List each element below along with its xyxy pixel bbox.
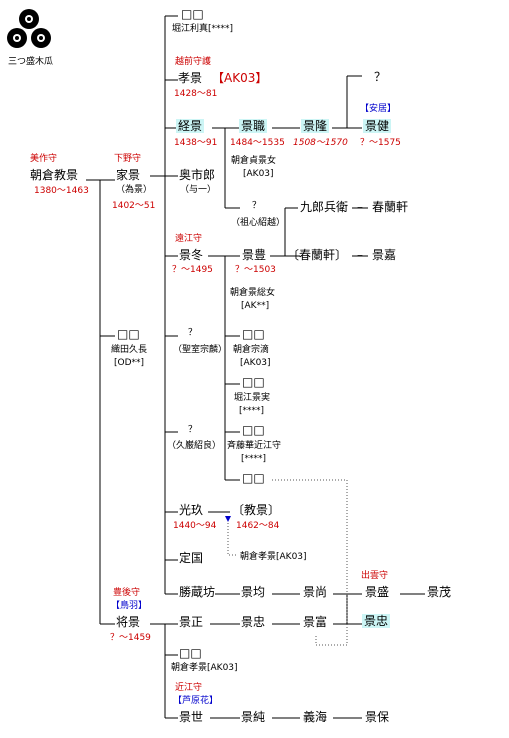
person-node: ？ [188, 328, 198, 338]
person-years: 1402〜51 [112, 201, 156, 211]
branch-name: 【安居】 [360, 104, 397, 114]
person-node: □□ [242, 423, 265, 437]
person-node: 経景 [176, 119, 205, 133]
person-note: 織田久長 [111, 345, 148, 355]
person-node: 景隆 [301, 119, 330, 133]
person-node: 景健 [363, 119, 392, 133]
crest-icon [7, 9, 51, 48]
person-node: 義海 [303, 710, 328, 724]
office-title: 出雲守 [361, 571, 389, 581]
person-note: 朝倉宗滴 [233, 345, 270, 355]
person-node: 〔春蘭軒〕 [287, 248, 348, 262]
person-node: ？ [374, 70, 387, 84]
person-note: 堀江景実 [234, 393, 271, 403]
person-node: 孝景 [178, 71, 203, 85]
person-node: □□ [242, 375, 265, 389]
person-years: ？〜1495 [172, 265, 213, 275]
person-alias: （久巌紹良） [167, 441, 222, 451]
dash-separator: – [357, 200, 363, 214]
person-note: 堀江利真[****] [172, 24, 234, 34]
person-node: 春蘭軒 [372, 200, 409, 214]
person-years: 1484〜1535 [230, 138, 285, 148]
person-node: 家景 [116, 168, 141, 182]
office-title: 越前守護 [175, 57, 212, 67]
person-node: 景純 [241, 710, 266, 724]
person-node-root: 朝倉教景 [30, 168, 79, 182]
person-node: 勝蔵坊 [179, 585, 216, 599]
crest-label: 三つ盛木瓜 [8, 57, 54, 67]
person-node: 定国 [179, 551, 204, 565]
office-title: 近江守 [175, 683, 203, 693]
person-note: [AK**] [241, 301, 270, 311]
branch-name: 【芦原花】 [173, 696, 219, 706]
branch-name: 【鳥羽】 [111, 601, 148, 611]
person-node: 奥市郎 [179, 168, 216, 182]
person-node: 光玖 [179, 503, 204, 517]
person-node: 景盛 [365, 585, 390, 599]
office-title: 豊後守 [113, 588, 141, 598]
person-years: 1508〜1570 [293, 138, 348, 148]
person-node: 景正 [179, 615, 204, 629]
person-note: 朝倉景総女 [230, 288, 276, 298]
person-node: 九郎兵衛 [300, 200, 349, 214]
person-alias: （聖室宗麟） [173, 345, 228, 355]
person-years: 1380〜1463 [34, 186, 89, 196]
person-node: □□ [117, 327, 140, 341]
person-node: 景茂 [427, 585, 452, 599]
person-node: ？ [252, 201, 262, 211]
office-title: 下野守 [114, 154, 142, 164]
person-years: 1428〜81 [174, 89, 218, 99]
person-node: 景冬 [179, 248, 204, 262]
person-alias: （与一） [180, 185, 217, 195]
office-title: 遠江守 [175, 234, 203, 244]
person-note: 朝倉孝景[AK03] [240, 552, 307, 562]
person-years: 1440〜94 [173, 521, 217, 531]
person-node: ？ [188, 425, 198, 435]
person-code: 【AK03】 [212, 71, 268, 85]
person-node: 景富 [303, 615, 328, 629]
person-node: 景忠 [241, 615, 266, 629]
person-years: 1438〜91 [174, 138, 218, 148]
person-years: 1462〜84 [236, 521, 280, 531]
person-note: [AK03] [240, 358, 271, 368]
person-node: 将景 [116, 615, 141, 629]
person-node: 〔教景〕 [232, 503, 281, 517]
person-note: 斉藤華近江守 [227, 441, 282, 451]
person-node: 景職 [239, 119, 268, 133]
person-note: [AK03] [243, 169, 274, 179]
person-node: 景尚 [303, 585, 328, 599]
person-node: 景忠 [362, 614, 391, 628]
person-note: [****] [241, 454, 267, 464]
person-node: □□ [181, 7, 204, 21]
person-node: □□ [242, 471, 265, 485]
person-note: [OD**] [114, 358, 145, 368]
person-note: 朝倉貞景女 [231, 156, 277, 166]
person-note: [****] [239, 406, 265, 416]
person-node: 景世 [179, 710, 204, 724]
person-node: 景均 [241, 585, 266, 599]
person-years: ？〜1459 [110, 633, 151, 643]
person-note: 朝倉孝景[AK03] [171, 663, 238, 673]
person-node: 景保 [365, 710, 390, 724]
person-years: ？〜1503 [235, 265, 276, 275]
person-node: 景豊 [242, 248, 267, 262]
person-node: □□ [179, 646, 202, 660]
person-node: 景嘉 [372, 248, 397, 262]
office-title: 美作守 [30, 154, 58, 164]
person-node: □□ [242, 327, 265, 341]
person-alias: （祖心紹越） [231, 218, 286, 228]
person-years: ？〜1575 [360, 138, 401, 148]
dash-separator: – [357, 248, 363, 262]
person-alias: （為景） [116, 185, 153, 195]
